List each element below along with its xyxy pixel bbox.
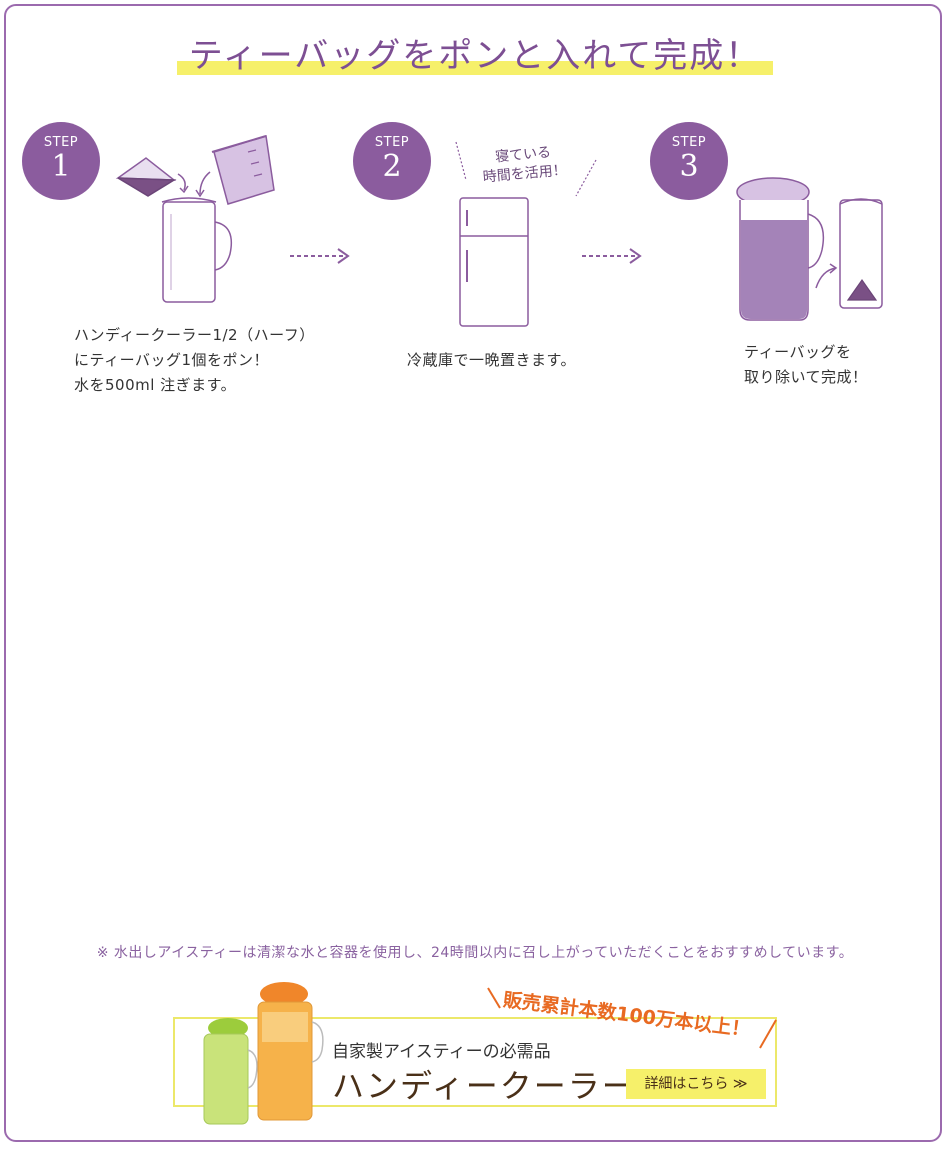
- step-3-line-1: ティーバッグを: [744, 340, 868, 365]
- step-3-label: STEP: [650, 135, 728, 150]
- step-3-badge: STEP 3: [650, 122, 728, 200]
- banner-product-name: ハンディークーラー: [332, 1061, 636, 1107]
- step-2-text: 冷蔵庫で一晩置きます。: [407, 348, 576, 373]
- step-2-line-1: 冷蔵庫で一晩置きます。: [407, 348, 576, 373]
- step-3-number: 3: [650, 152, 728, 182]
- footnote: ※ 水出しアイスティーは清潔な水と容器を使用し、24時間以内に召し上がっていただ…: [0, 942, 950, 962]
- arrow-1-icon: [288, 246, 352, 266]
- step-1-line-2: にティーバッグ1個をポン！: [74, 348, 315, 373]
- arrow-2-icon: [580, 246, 644, 266]
- step-1-badge: STEP 1: [22, 122, 100, 200]
- step-2-label: STEP: [353, 135, 431, 150]
- step-2-number: 2: [353, 152, 431, 182]
- step-1-line-1: ハンディークーラー1/2（ハーフ）: [74, 323, 315, 348]
- step-2-badge: STEP 2: [353, 122, 431, 200]
- step-3-text: ティーバッグを 取り除いて完成！: [744, 340, 868, 390]
- step-1-illustration: [108, 130, 283, 310]
- step-3-line-2: 取り除いて完成！: [744, 365, 868, 390]
- step-1-text: ハンディークーラー1/2（ハーフ） にティーバッグ1個をポン！ 水を500ml …: [74, 323, 315, 398]
- step-1-label: STEP: [22, 135, 100, 150]
- step-3-illustration: [728, 170, 893, 330]
- page-title: ティーバッグをポンと入れて完成！: [183, 28, 768, 77]
- details-button[interactable]: 詳細はこちら ≫: [626, 1069, 766, 1099]
- refrigerator-illustration: [455, 192, 535, 332]
- step-1-number: 1: [22, 152, 100, 182]
- title-area: ティーバッグをポンと入れて完成！: [0, 28, 950, 77]
- step-1-line-3: 水を500ml 注ぎます。: [74, 373, 315, 398]
- pitchers-image: [196, 978, 326, 1128]
